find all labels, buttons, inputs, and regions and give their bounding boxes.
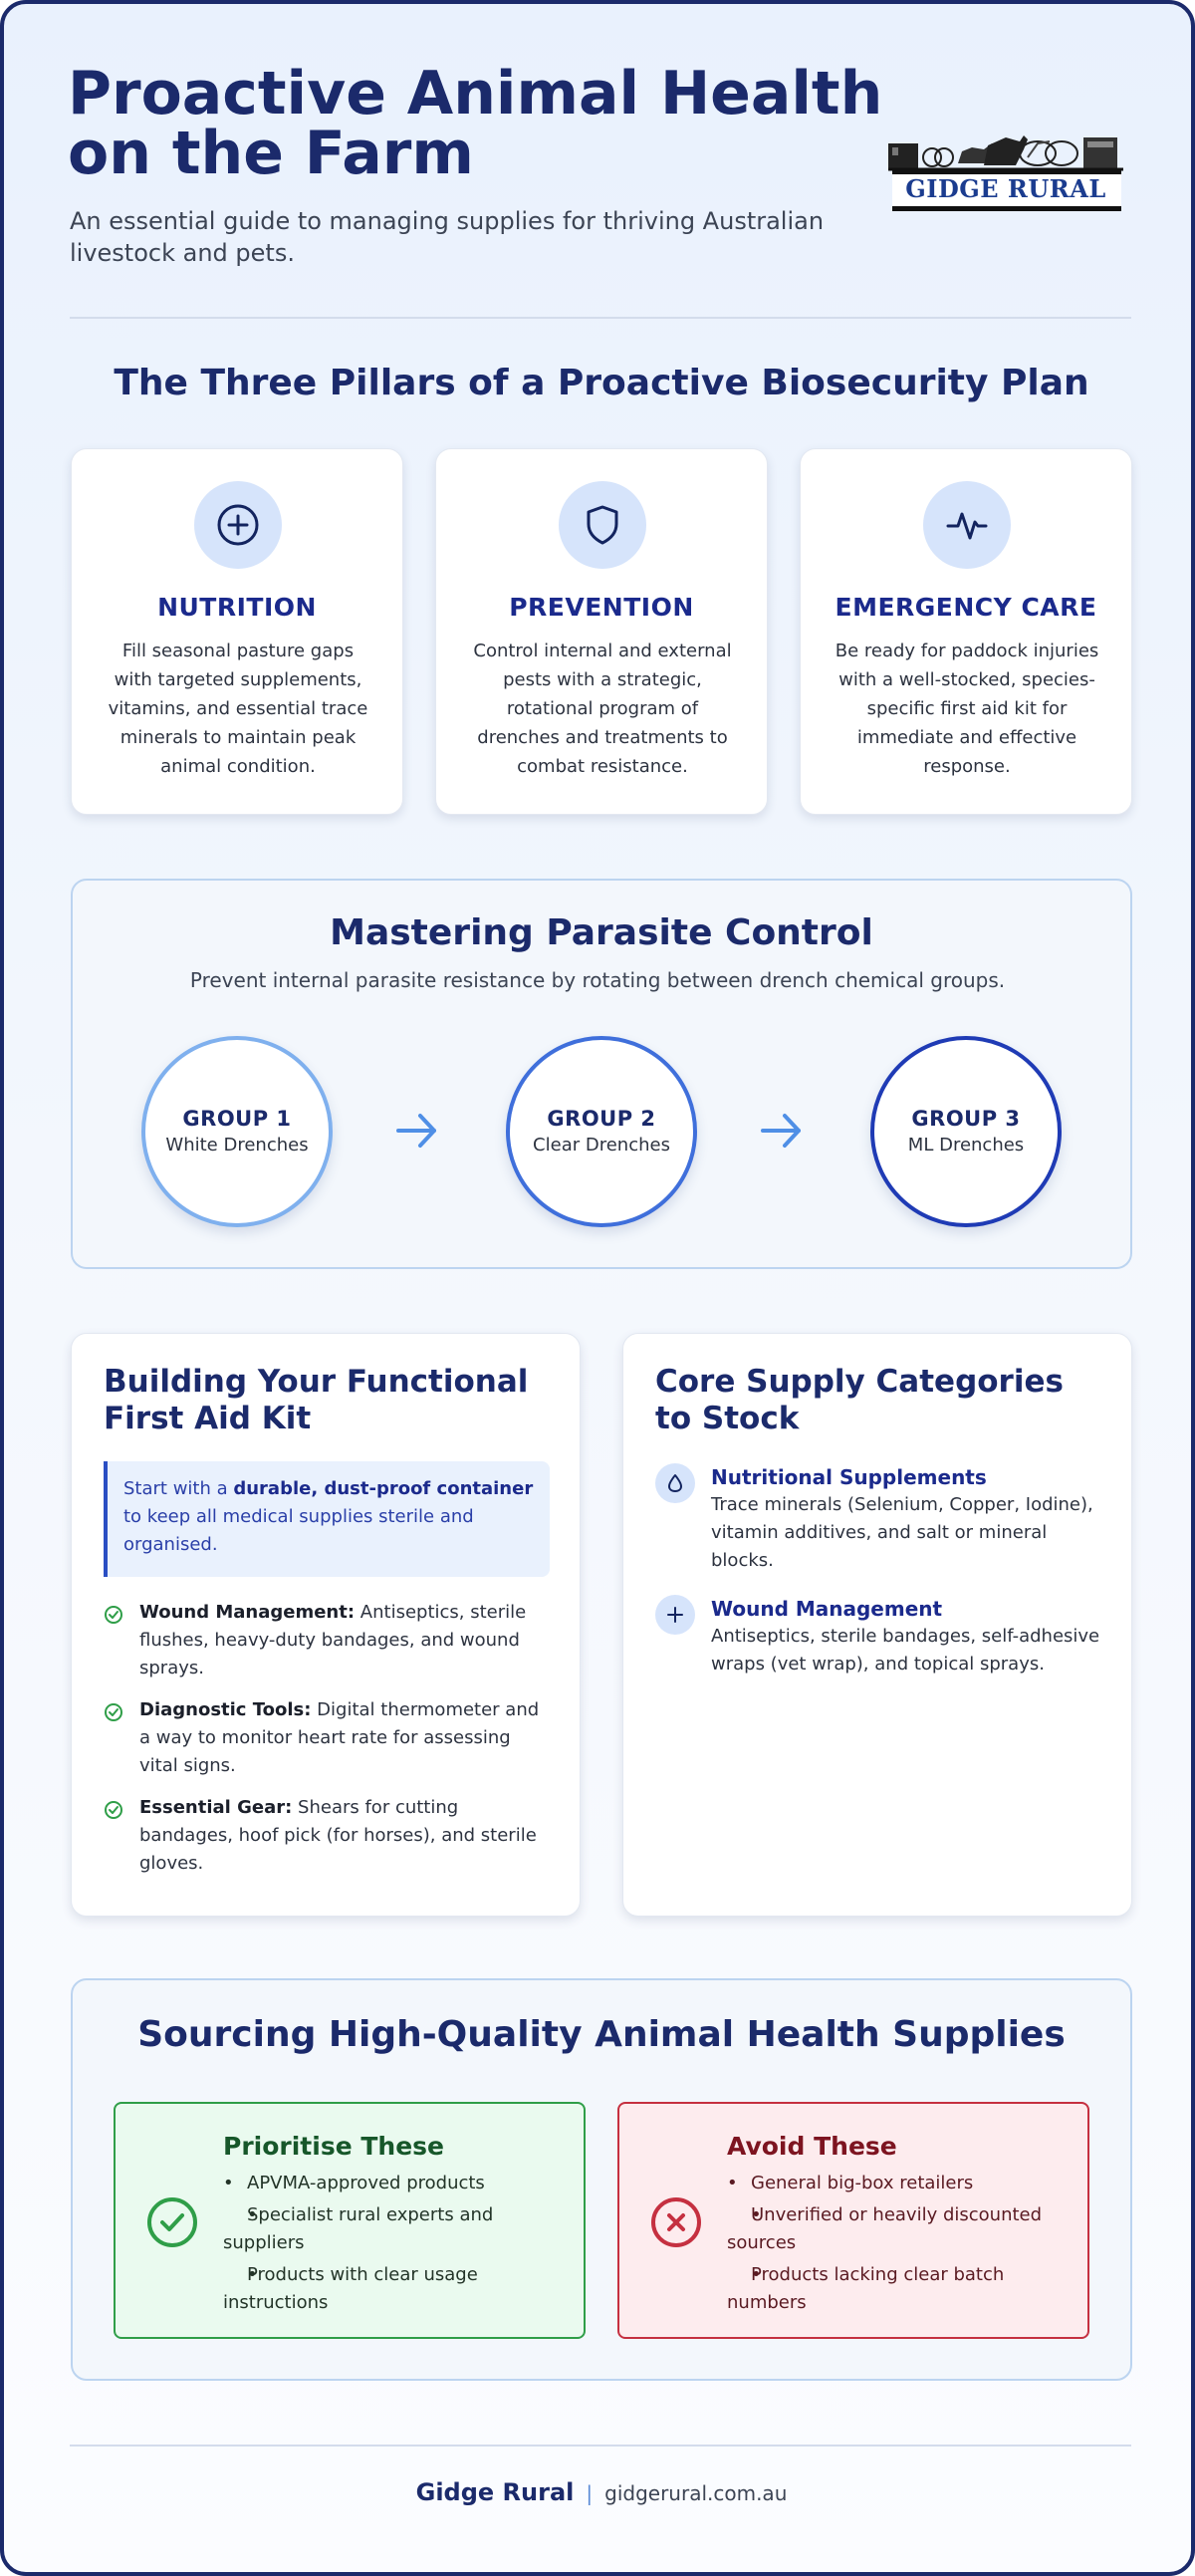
core-supplies-card: Core Supply Categories to Stock Nutritio…	[622, 1333, 1132, 1917]
drench-group-2: GROUP 2 Clear Drenches	[506, 1036, 697, 1227]
x-circle-icon	[651, 2197, 701, 2247]
pillars-heading: The Three Pillars of a Proactive Biosecu…	[114, 363, 1089, 403]
drench-group-3: GROUP 3 ML Drenches	[870, 1036, 1062, 1227]
footer-separator: |	[586, 2481, 594, 2505]
group-name: GROUP 3	[911, 1107, 1021, 1131]
footer: Gidge Rural | gidgerural.com.au	[4, 2478, 1191, 2506]
gidge-rural-logo: GIDGE RURAL	[888, 128, 1123, 213]
footer-brand: Gidge Rural	[415, 2478, 575, 2506]
kit-item-label: Diagnostic Tools:	[139, 1699, 312, 1720]
page-title: Proactive Animal Health on the Farm	[68, 59, 883, 188]
list-item: Products lacking clear batch numbers	[727, 2261, 1066, 2317]
footer-url-link[interactable]: gidgerural.com.au	[604, 2481, 788, 2505]
group-desc: ML Drenches	[907, 1135, 1025, 1156]
list-item: Specialist rural experts and suppliers	[223, 2201, 562, 2257]
group-desc: White Drenches	[165, 1135, 309, 1156]
farm-scene-icon	[888, 135, 1123, 171]
pillar-card-prevention: PREVENTION Control internal and external…	[435, 448, 768, 815]
callout-text-pre: Start with a	[123, 1478, 234, 1499]
avoid-list: General big-box retailers Unverified or …	[727, 2170, 1066, 2321]
supply-text: Trace minerals (Selenium, Copper, Iodine…	[711, 1494, 1093, 1571]
kit-item-text: Shears for cutting bandages, hoof pick (…	[139, 1797, 537, 1874]
arrow-right-icon	[396, 1114, 436, 1148]
pillar-text: Be ready for paddock injuries with a wel…	[835, 641, 1099, 777]
logo-text: GIDGE RURAL	[905, 174, 1106, 203]
container-callout: Start with a durable, dust-proof contain…	[104, 1461, 550, 1577]
drench-group-1: GROUP 1 White Drenches	[141, 1036, 333, 1227]
kit-item-label: Wound Management:	[139, 1602, 356, 1623]
footer-divider	[70, 2445, 1131, 2447]
avoid-title: Avoid These	[727, 2132, 897, 2161]
group-name: GROUP 2	[547, 1107, 656, 1131]
check-circle-icon	[105, 1703, 122, 1721]
prioritise-box: Prioritise These APVMA-approved products…	[114, 2102, 586, 2339]
supply-title: Wound Management	[711, 1597, 943, 1621]
header-divider	[70, 317, 1131, 319]
page-subtitle: An essential guide to managing supplies …	[70, 207, 825, 267]
pillar-text: Fill seasonal pasture gaps with targeted…	[108, 641, 368, 777]
arrow-right-icon	[761, 1114, 801, 1148]
supply-text: Antiseptics, sterile bandages, self-adhe…	[711, 1626, 1100, 1674]
group-name: GROUP 1	[182, 1107, 292, 1131]
pillar-text: Control internal and external pests with…	[473, 641, 732, 777]
group-desc: Clear Drenches	[533, 1135, 670, 1156]
callout-text-bold: durable, dust-proof container	[233, 1478, 534, 1499]
check-circle-icon	[105, 1606, 122, 1624]
list-item: Products with clear usage instructions	[223, 2261, 562, 2317]
kit-item-text: Antiseptics, sterile flushes, heavy-duty…	[139, 1602, 527, 1678]
pillar-card-nutrition: NUTRITION Fill seasonal pasture gaps wit…	[71, 448, 403, 815]
list-item: General big-box retailers	[727, 2170, 1066, 2197]
pillar-title: NUTRITION	[157, 593, 317, 622]
supply-title: Nutritional Supplements	[711, 1465, 987, 1489]
check-circle-icon	[147, 2197, 197, 2247]
supplies-heading: Core Supply Categories to Stock	[655, 1364, 1064, 1436]
logo-bar	[892, 169, 1121, 211]
pillar-title: EMERGENCY CARE	[835, 593, 1097, 622]
kit-item-text: Digital thermometer and a way to monitor…	[139, 1699, 540, 1776]
list-item: APVMA-approved products	[223, 2170, 562, 2197]
droplet-icon	[655, 1463, 695, 1503]
first-aid-kit-card: Building Your Functional First Aid Kit S…	[71, 1333, 581, 1917]
list-item: Unverified or heavily discounted sources	[727, 2201, 1066, 2257]
kit-item-label: Essential Gear:	[139, 1797, 293, 1818]
heartbeat-icon	[923, 481, 1011, 569]
plus-icon	[655, 1595, 695, 1635]
shield-icon	[559, 481, 646, 569]
prioritise-title: Prioritise These	[223, 2132, 444, 2161]
pillar-title: PREVENTION	[509, 593, 694, 622]
check-circle-icon	[105, 1801, 122, 1819]
sourcing-heading: Sourcing High-Quality Animal Health Supp…	[137, 2014, 1066, 2055]
avoid-box: Avoid These General big-box retailers Un…	[617, 2102, 1089, 2339]
first-aid-heading: Building Your Functional First Aid Kit	[104, 1364, 529, 1436]
callout-text-post: to keep all medical supplies sterile and…	[123, 1506, 474, 1555]
pillar-card-emergency-care: EMERGENCY CARE Be ready for paddock inju…	[800, 448, 1132, 815]
parasite-heading: Mastering Parasite Control	[330, 912, 873, 953]
plus-circle-icon	[194, 481, 282, 569]
prioritise-list: APVMA-approved products Specialist rural…	[223, 2170, 562, 2321]
parasite-subheading: Prevent internal parasite resistance by …	[189, 968, 1006, 992]
